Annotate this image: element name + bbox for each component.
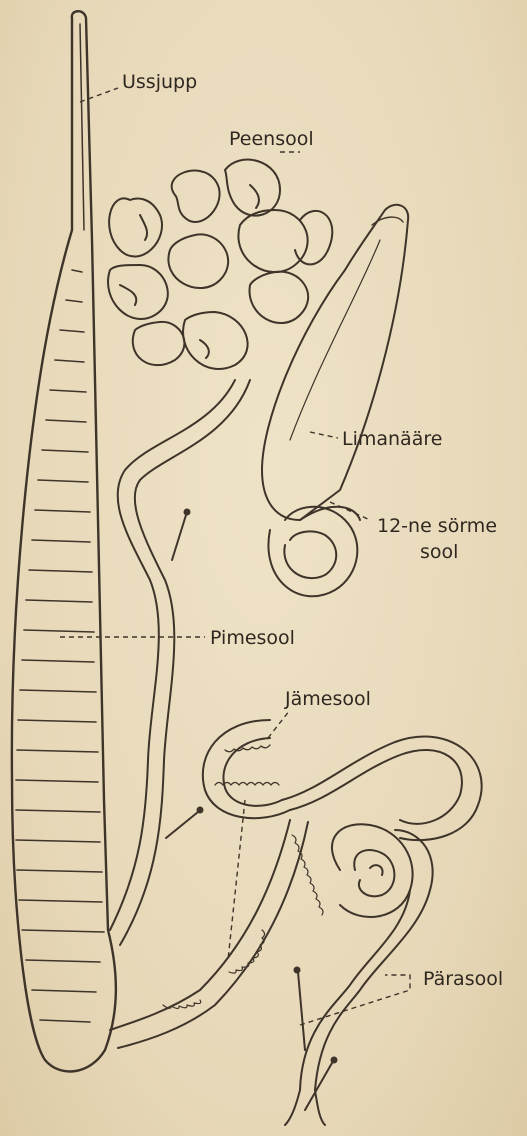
label-12ne-line2: sool xyxy=(420,541,458,563)
pancreas xyxy=(262,205,408,520)
colon-coil xyxy=(110,720,482,1048)
caecum-and-appendix xyxy=(12,11,116,1071)
leader-limanaare xyxy=(310,432,338,438)
label-pimesool: Pimesool xyxy=(210,627,295,649)
small-intestine-coils xyxy=(108,160,332,369)
ileum-tube xyxy=(110,380,250,945)
leader-12ne xyxy=(330,502,370,520)
leader-jamesool xyxy=(268,710,290,738)
pin-lower-1 xyxy=(294,967,306,1051)
label-peensool: Peensool xyxy=(229,128,314,150)
leader-ussjupp xyxy=(80,88,118,102)
pin-middle xyxy=(166,807,204,839)
label-12ne-line1: 12-ne sörme xyxy=(377,515,497,537)
label-parasool: Pärasool xyxy=(423,968,503,990)
label-ussjupp: Ussjupp xyxy=(122,71,197,93)
leader-parasool xyxy=(300,975,410,1025)
duodenum-loop xyxy=(268,507,360,596)
label-jamesool: Jämesool xyxy=(284,688,371,710)
pin-lower-2 xyxy=(305,1057,338,1111)
label-limanaare: Limanääre xyxy=(342,428,442,450)
pin-upper xyxy=(172,509,191,561)
